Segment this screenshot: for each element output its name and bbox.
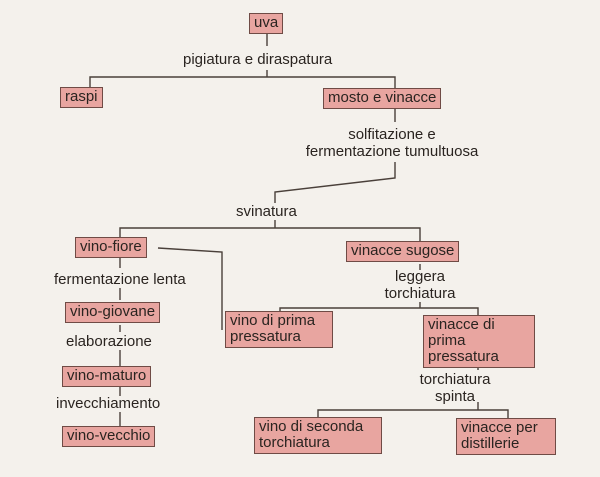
process-spinta-line1: torchiatura [419,371,491,388]
process-torchiatura-spinta: torchiatura spinta [400,371,510,405]
node-vino-prima-line1: vino di prima [230,312,316,329]
node-vino-prima-line2: pressatura [230,328,301,345]
connector-fiore-prima [157,247,223,330]
process-leggera-line2: torchiatura [384,285,456,302]
process-elaborazione: elaborazione [66,333,152,350]
node-vinacce-sugose: vinacce sugose [346,241,460,262]
process-invecchiamento: invecchiamento [56,395,161,412]
node-vinacce-sugose-label: vinacce sugose [351,242,455,259]
node-vinacce-distillerie-line1: vinacce per [461,419,538,436]
node-vino-fiore: vino-fiore [75,237,147,258]
node-vino-seconda-line2: torchiatura [259,434,330,451]
connector-to-svinatura [274,162,396,203]
process-leggera-line1: leggera [394,268,446,285]
node-vino-giovane-label: vino-giovane [70,303,156,320]
node-vino-vecchio-label: vino-vecchio [67,427,151,444]
node-raspi-label: raspi [65,88,98,105]
process-solfitazione: solfitazione e fermentazione tumultuosa [292,126,492,160]
connector-fiore-sugose [119,227,421,241]
node-vino-prima-pressatura: vino di prima pressatura [225,311,333,348]
connector-raspi-mosto [89,76,396,88]
node-vinacce-distillerie-line2: distillerie [461,435,520,452]
process-svinatura: svinatura [236,203,297,220]
process-leggera-torchiatura: leggera torchiatura [370,268,470,302]
node-vinacce-distillerie: vinacce per distillerie [456,418,556,455]
node-mosto-vinacce-label: mosto e vinacce [328,89,437,106]
node-uva: uva [249,13,284,34]
process-solfitazione-line1: solfitazione e [348,126,436,143]
node-vino-seconda-torchiatura: vino di seconda torchiatura [254,417,382,454]
node-uva-label: uva [254,14,279,31]
node-vino-giovane: vino-giovane [65,302,161,323]
process-spinta-line2: spinta [434,388,476,405]
node-vino-seconda-line1: vino di seconda [259,418,364,435]
node-vino-vecchio: vino-vecchio [62,426,156,447]
node-raspi: raspi [60,87,103,108]
node-vinacce-prima-line2: pressatura [428,348,499,365]
process-solfitazione-line2: fermentazione tumultuosa [305,143,479,160]
node-vino-maturo-label: vino-maturo [67,367,147,384]
node-vino-fiore-label: vino-fiore [80,238,142,255]
node-vinacce-prima-line1: vinacce di prima [428,316,495,349]
process-pigiatura: pigiatura e diraspatura [183,51,333,68]
node-vinacce-prima-pressatura: vinacce di prima pressatura [423,315,535,368]
node-mosto-vinacce: mosto e vinacce [323,88,442,109]
node-vino-maturo: vino-maturo [62,366,152,387]
process-fermentazione-lenta: fermentazione lenta [54,271,186,288]
connector-seconda-split [317,409,509,418]
